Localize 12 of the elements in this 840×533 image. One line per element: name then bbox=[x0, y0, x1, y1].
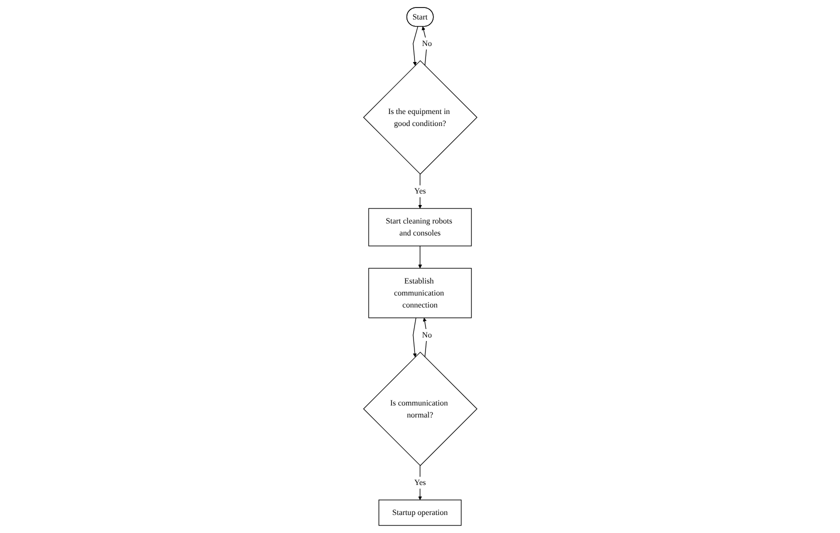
edge-label: No bbox=[422, 38, 432, 48]
node-diamond: Is communication normal? bbox=[362, 352, 478, 466]
node-diamond: Is the equipment in good condition? bbox=[362, 60, 478, 175]
node-box: Start cleaning robots and consoles bbox=[368, 208, 472, 246]
edge-label: Yes bbox=[414, 478, 426, 488]
edge-label: Yes bbox=[414, 186, 426, 196]
node-box: Establish communication connection bbox=[368, 268, 472, 318]
arrow bbox=[412, 26, 418, 66]
node-box: Startup operation bbox=[378, 500, 462, 526]
edge-label: No bbox=[422, 330, 432, 340]
arrow bbox=[418, 246, 422, 268]
arrow bbox=[412, 318, 417, 358]
